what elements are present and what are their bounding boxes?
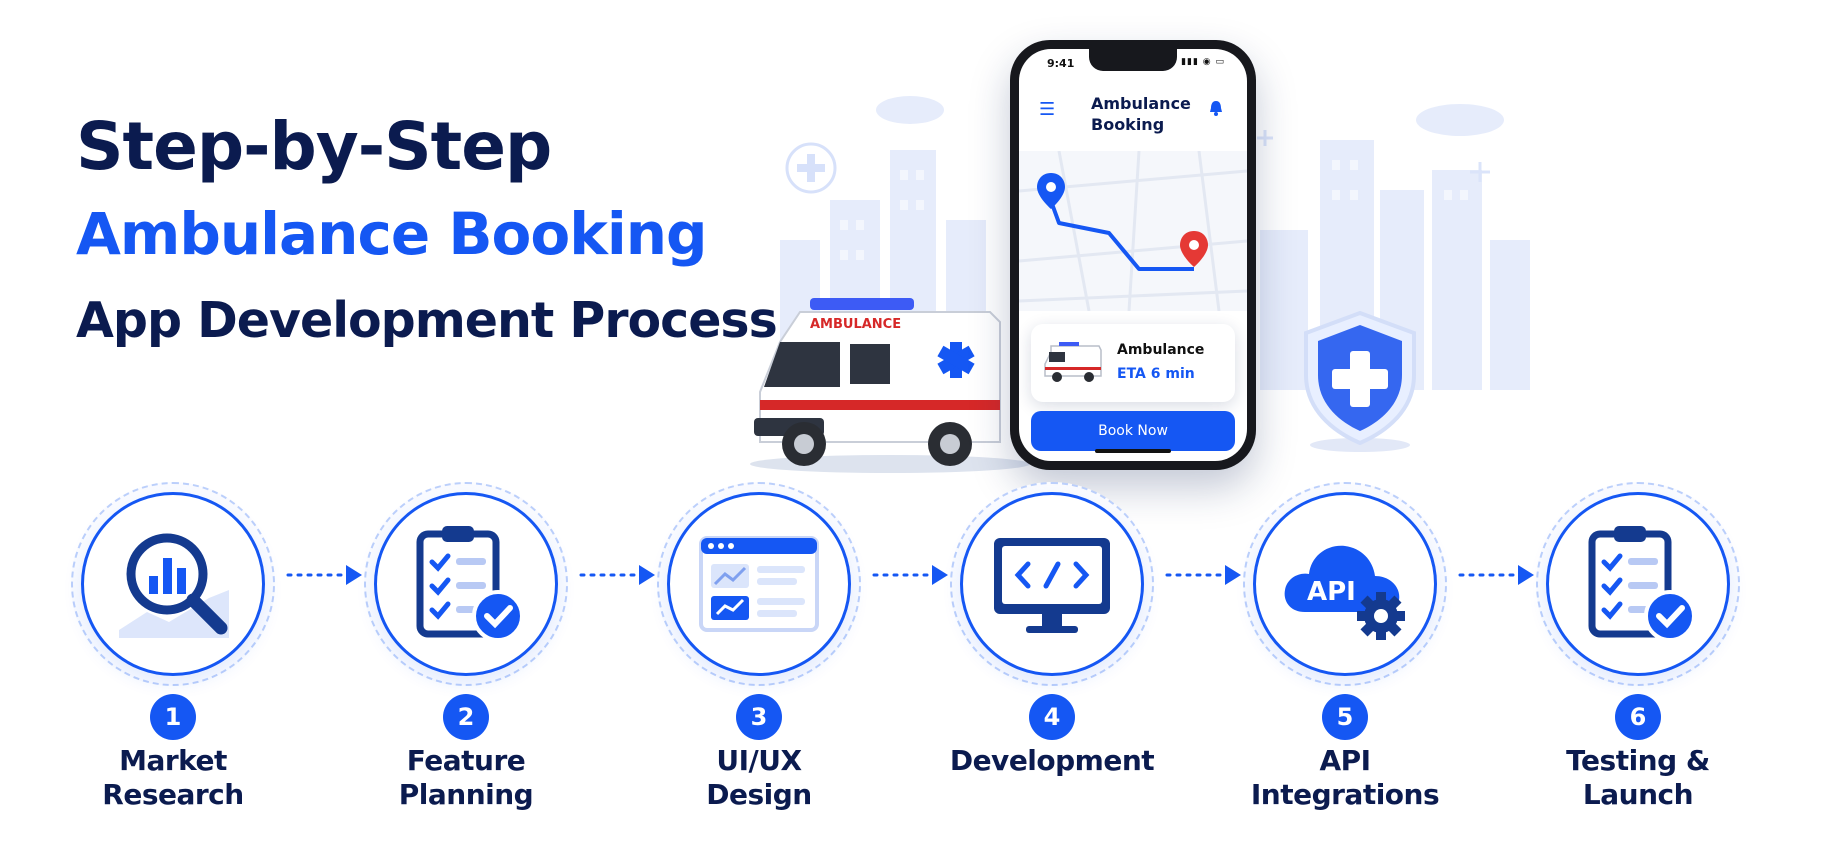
step-number: 4	[1029, 694, 1075, 740]
step-label-line-1: UI/UX	[716, 744, 802, 777]
title-line-2: Ambulance Booking	[76, 200, 708, 268]
step-number: 5	[1322, 694, 1368, 740]
step-label: Feature Planning	[344, 744, 588, 812]
code-monitor-icon	[994, 538, 1110, 633]
route-map[interactable]	[1019, 151, 1247, 311]
step-label-line-1: Market	[119, 744, 227, 777]
step-label: Market Research	[51, 744, 295, 812]
step-label-line-2: Design	[706, 778, 812, 811]
connector-arrow-icon	[286, 565, 362, 585]
connector-arrow-icon	[872, 565, 948, 585]
api-cloud-icon: API	[1284, 545, 1405, 640]
gear-icon	[1357, 592, 1405, 640]
bell-icon[interactable]	[1207, 99, 1225, 117]
step-4: 4 Development	[950, 482, 1160, 812]
connector-arrow-icon	[1165, 565, 1241, 585]
step-label: Testing & Launch	[1516, 744, 1760, 812]
step-number: 6	[1615, 694, 1661, 740]
wireframe-icon	[699, 536, 819, 632]
card-title: Ambulance	[1117, 342, 1205, 358]
medical-cross-icon	[785, 142, 837, 194]
step-number: 2	[443, 694, 489, 740]
step-label-line-2: Launch	[1582, 778, 1694, 811]
title-line-1: Step-by-Step	[76, 108, 552, 185]
destination-pin-icon	[1180, 231, 1208, 267]
ambulance-thumbnail-icon	[1044, 342, 1102, 382]
phone-notch	[1089, 49, 1177, 71]
ambulance-illustration: AMBULANCE	[750, 298, 1030, 473]
step-6: 6 Testing & Launch	[1536, 482, 1746, 812]
home-indicator	[1095, 449, 1171, 453]
ambulance-eta-card[interactable]: Ambulance ETA 6 min	[1031, 324, 1235, 402]
step-label-line-2: Integrations	[1250, 778, 1440, 811]
phone-mockup: 9:41 ▮▮▮ ◉ ▭ ☰ Ambulance Booking	[1010, 40, 1256, 470]
step-3: 3 UI/UX Design	[657, 482, 867, 812]
api-icon-text: API	[1307, 577, 1356, 607]
title-line-3: App Development Process	[76, 292, 778, 349]
step-label-line-2: Research	[102, 778, 244, 811]
clipboard-check-icon	[1588, 526, 1696, 642]
step-label: UI/UX Design	[637, 744, 881, 812]
step-2: 2 Feature Planning	[364, 482, 574, 812]
market-research-icon	[119, 533, 229, 638]
step-label: Development	[930, 744, 1174, 778]
book-now-button[interactable]: Book Now	[1031, 411, 1235, 451]
status-time: 9:41	[1047, 57, 1075, 70]
shield-cross-icon	[1304, 310, 1416, 452]
card-eta: ETA 6 min	[1117, 366, 1195, 382]
step-label-line-1: Feature	[406, 744, 526, 777]
pickup-pin-icon	[1037, 173, 1065, 209]
app-title-line-2: Booking	[1091, 115, 1165, 134]
ambulance-decal: AMBULANCE	[810, 317, 901, 332]
step-label-line-1: Testing &	[1566, 744, 1710, 777]
step-number: 3	[736, 694, 782, 740]
step-label-line-2: Planning	[398, 778, 534, 811]
step-label: API Integrations	[1223, 744, 1467, 812]
menu-icon[interactable]: ☰	[1039, 99, 1056, 120]
step-5: API 5 API Integrations	[1243, 482, 1453, 812]
connector-arrow-icon	[1458, 565, 1534, 585]
checklist-icon	[416, 526, 524, 642]
step-label-line-1: API	[1319, 744, 1371, 777]
app-title-line-1: Ambulance	[1091, 94, 1191, 113]
step-number: 1	[150, 694, 196, 740]
step-1: 1 Market Research	[71, 482, 281, 812]
status-bar-icons: ▮▮▮ ◉ ▭	[1181, 57, 1225, 67]
phone-screen: 9:41 ▮▮▮ ◉ ▭ ☰ Ambulance Booking	[1019, 49, 1247, 461]
connector-arrow-icon	[579, 565, 655, 585]
app-title: Ambulance Booking	[1091, 93, 1201, 135]
step-label-line-1: Development	[949, 744, 1155, 777]
